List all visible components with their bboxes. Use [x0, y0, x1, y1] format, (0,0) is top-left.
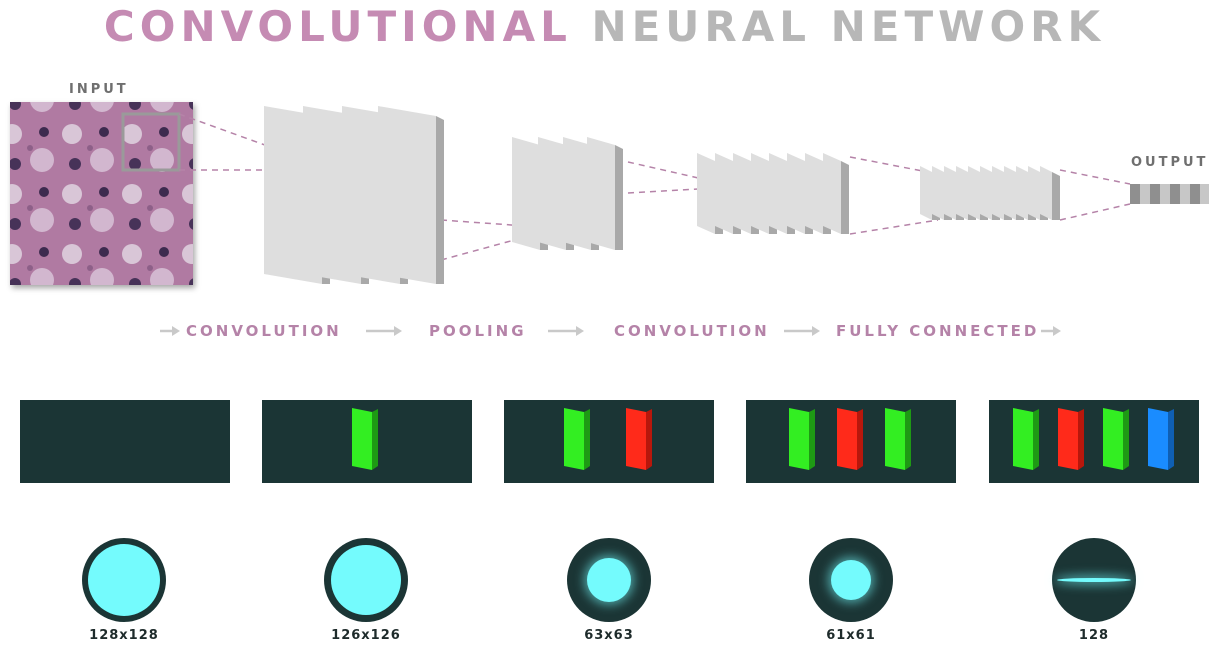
green-filter: [885, 408, 911, 470]
output-unit: [1200, 184, 1209, 204]
filter-panel: [746, 400, 956, 483]
stage-convolution-1: CONVOLUTION: [186, 322, 342, 340]
resolution-circle: [324, 538, 408, 622]
green-filter: [564, 408, 590, 470]
resolution-circle: [1052, 538, 1136, 622]
resolution-core: [331, 545, 401, 615]
output-label: OUTPUT: [1131, 155, 1209, 170]
red-filter: [626, 408, 652, 470]
feature-map-slab: [823, 153, 849, 234]
stage-convolution-2: CONVOLUTION: [614, 322, 770, 340]
resolution-core: [831, 560, 871, 600]
input-label: INPUT: [69, 82, 129, 97]
resolution-label: 126x126: [331, 628, 401, 643]
feature-map-slab: [378, 106, 444, 284]
arrow-right-icon: [366, 326, 402, 336]
input-image: [10, 102, 193, 285]
arrow-right-icon: [1041, 326, 1061, 336]
stage-fully-connected: FULLY CONNECTED: [836, 322, 1040, 340]
output-unit: [1140, 184, 1150, 204]
output-unit: [1170, 184, 1180, 204]
resolution-label: 63x63: [584, 628, 634, 643]
resolution-circle: [82, 538, 166, 622]
output-unit: [1160, 184, 1170, 204]
arrow-right-icon: [784, 326, 820, 336]
feature-map-slab: [1040, 166, 1060, 220]
receptive-field-box: [121, 112, 181, 172]
diagram-title: CONVOLUTIONAL NEURAL NETWORK: [0, 2, 1209, 51]
cnn-architecture-diagram: [10, 102, 1209, 285]
output-unit: [1150, 184, 1160, 204]
output-unit: [1190, 184, 1200, 204]
blue-filter: [1148, 408, 1174, 470]
stage-pooling: POOLING: [429, 322, 527, 340]
resolution-core: [88, 544, 160, 616]
green-filter: [789, 408, 815, 470]
red-filter: [837, 408, 863, 470]
filter-panel: [504, 400, 714, 483]
feature-map-layers: [264, 106, 1209, 284]
green-filter: [1013, 408, 1039, 470]
resolution-circle: [809, 538, 893, 622]
resolution-label: 61x61: [826, 628, 876, 643]
red-filter: [1058, 408, 1084, 470]
filter-panel: [20, 400, 230, 483]
resolution-core: [1057, 578, 1131, 582]
title-neural-network: NEURAL NETWORK: [591, 2, 1106, 51]
title-convolutional: CONVOLUTIONAL: [103, 2, 572, 51]
resolution-label: 128: [1078, 628, 1110, 643]
green-filter: [1103, 408, 1129, 470]
filter-panel: [989, 400, 1199, 483]
feature-map-slab: [587, 137, 623, 250]
arrow-right-icon: [160, 326, 180, 336]
resolution-label: 128x128: [89, 628, 159, 643]
green-filter: [352, 408, 378, 470]
output-unit: [1130, 184, 1140, 204]
arrow-right-icon: [548, 326, 584, 336]
filter-panel: [262, 400, 472, 483]
output-unit: [1180, 184, 1190, 204]
resolution-circle: [567, 538, 651, 622]
resolution-core: [587, 558, 631, 602]
